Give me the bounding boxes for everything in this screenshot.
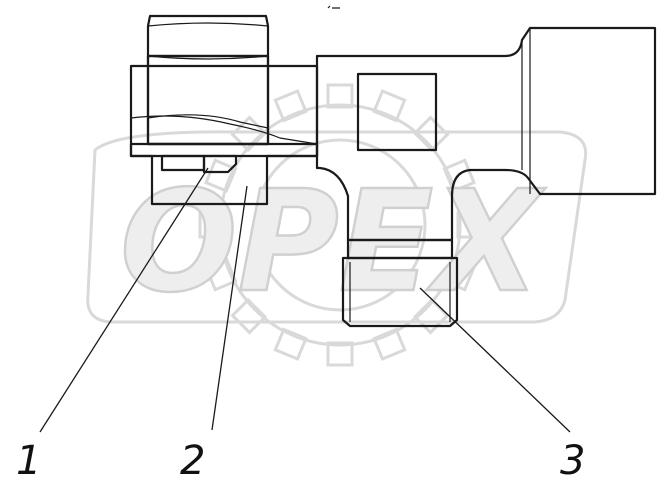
flat-square: [356, 72, 438, 152]
watermark-swoosh: [86, 130, 588, 324]
stray-mark: [327, 5, 340, 9]
leader-3: [419, 287, 571, 433]
tube: [129, 64, 319, 158]
leader-2: [211, 185, 248, 431]
callout-3: 3: [560, 438, 585, 484]
watermark-gear-icon: [198, 83, 482, 367]
callout-1: 1: [16, 438, 41, 484]
tee-body: [315, 26, 657, 242]
watermark-logo: OPEX: [86, 83, 588, 367]
leader-lines: [39, 167, 571, 433]
leader-1: [39, 167, 209, 433]
watermark-text: OPEX: [120, 161, 546, 324]
union-nut: [146, 14, 270, 146]
callout-2: 2: [180, 438, 205, 484]
threaded-fitting: [341, 238, 459, 328]
